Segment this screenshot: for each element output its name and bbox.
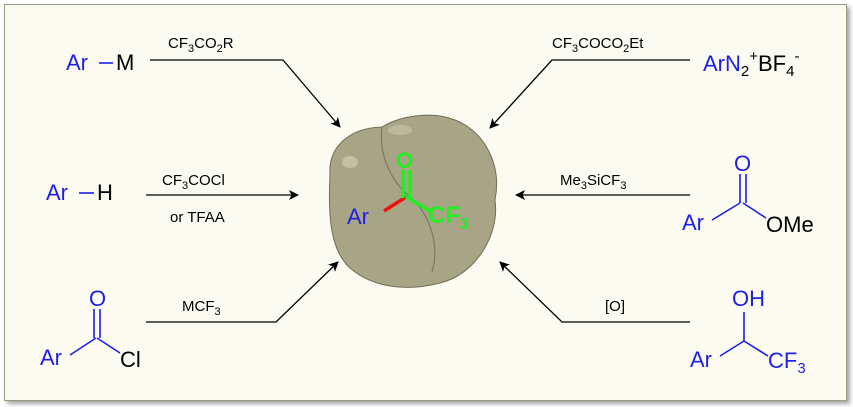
center-cf3-label: CF3 (428, 202, 469, 233)
route-bot-right: [O] Ar OH CF3 (499, 261, 806, 377)
route-mid-left: Ar H CF3COCl or TFAA (46, 172, 299, 226)
carbinol-oh: OH (732, 286, 765, 311)
ester-bond-o (742, 202, 767, 219)
acyl-bond-cl (96, 337, 121, 354)
carbonyl-cf3-bond (405, 195, 431, 213)
arrow-bot-right (499, 261, 690, 323)
route-mid-right: Me3SiCF3 Ar O OMe (515, 151, 814, 237)
ester-o: O (734, 151, 751, 176)
ester-ar: Ar (682, 210, 704, 235)
reagent-cf3co2r: CF3CO2R (168, 35, 234, 55)
route-top-right: ArN2+BF4- CF3COCO2Et (489, 35, 799, 129)
diazonium-reactant: ArN2+BF4- (703, 48, 799, 80)
route-top-left: Ar M CF3CO2R (66, 35, 341, 128)
center-carbonyl-o: O (396, 148, 413, 173)
arrow-top-right (489, 59, 690, 129)
reagent-ruppert-prakash: Me3SiCF3 (560, 172, 626, 192)
carbinol-bond-cf3 (743, 340, 769, 357)
center-ar-label: Ar (347, 204, 369, 229)
carbinol-bond-ar (719, 340, 745, 357)
reagent-mcf3: MCF3 (182, 298, 221, 318)
carbinol-cf3: CF3 (768, 348, 806, 377)
aryl-carbonyl-bond (383, 195, 407, 213)
reagent-trifluoropyruvate: CF3COCO2Et (552, 35, 644, 55)
arrow-bot-left (146, 261, 339, 323)
central-molecule: Ar O CF3 (347, 148, 469, 233)
acyl-ar: Ar (40, 345, 62, 370)
arh-reactant: Ar (46, 180, 68, 205)
acyl-bond-ar (69, 337, 97, 356)
arm-metal: M (116, 50, 134, 75)
reagent-cf3cocl: CF3COCl (162, 172, 225, 192)
arrow-top-left (150, 59, 341, 128)
carbinol-ar: Ar (690, 347, 712, 372)
arm-reactant: Ar (66, 50, 88, 75)
reagent-tfaa: or TFAA (170, 209, 225, 226)
reagent-oxidant: [O] (605, 298, 625, 315)
acyl-cl: Cl (120, 347, 141, 372)
ester-bond-ar (711, 202, 741, 221)
arh-hydrogen: H (97, 180, 113, 205)
route-bot-left: Ar O Cl MCF3 (40, 261, 339, 372)
acyl-o: O (89, 286, 106, 311)
ester-ome: OMe (766, 212, 814, 237)
